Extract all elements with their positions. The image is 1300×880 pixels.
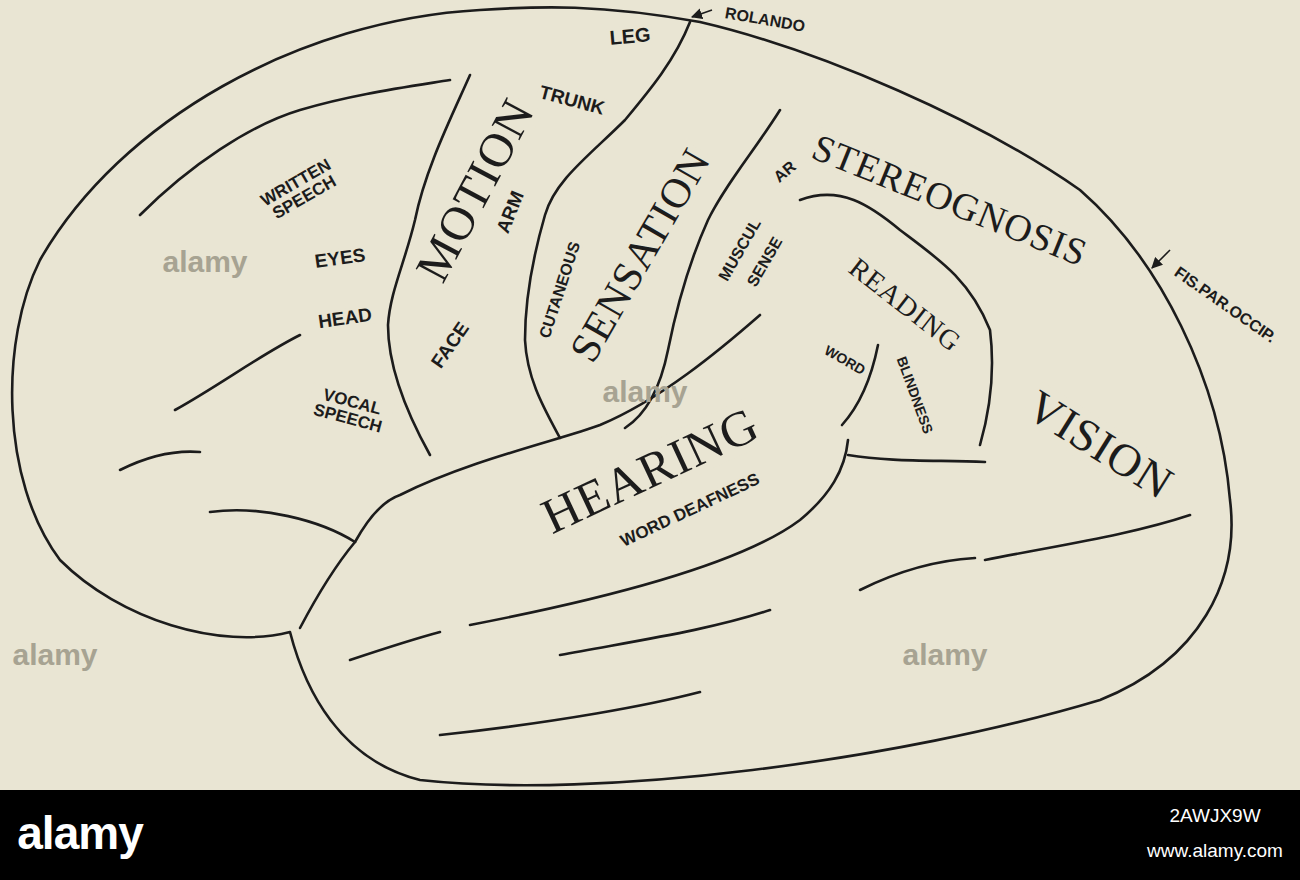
area-label: VISION: [1017, 382, 1182, 509]
source-url: www.alamy.com: [1145, 841, 1285, 860]
frontal-sulcus: [120, 452, 200, 470]
area-label: MOTION: [406, 90, 543, 291]
region-label: LEG: [607, 24, 654, 48]
fissure-label: FIS.PAR.OCCIP.: [1170, 263, 1280, 347]
frontal-sulcus: [175, 335, 300, 410]
watermark: alamy: [900, 640, 989, 670]
area-label: SENSATION: [561, 140, 718, 370]
region-label: AR: [769, 157, 800, 187]
intraparietal-sulcus: [800, 195, 992, 445]
leader-arrow: [692, 10, 712, 17]
occipital-sulcus: [985, 515, 1190, 560]
watermark: alamy: [600, 377, 689, 407]
region-label: TRUNK: [535, 82, 608, 119]
orbital-sulcus: [210, 510, 355, 542]
area-label: STEREOGNOSIS: [805, 127, 1094, 273]
watermark-logo: alamy: [15, 810, 144, 856]
watermark: alamy: [10, 640, 99, 670]
temporal-sulcus: [350, 632, 440, 660]
leader-arrow: [1152, 250, 1170, 268]
sulcus-label: ROLANDO: [722, 5, 808, 35]
region-label: WORD: [821, 342, 870, 378]
occipital-sulcus: [860, 558, 975, 590]
region-label: EYES: [312, 245, 369, 271]
temporal-sulcus: [848, 455, 985, 462]
watermark-bar: [0, 790, 1300, 880]
temporal-sulcus: [560, 610, 770, 655]
region-label: HEAD: [315, 305, 375, 332]
region-label: BLINDNESS: [894, 353, 936, 438]
image-id: 2AWJX9W: [1167, 806, 1262, 825]
brain-outline: [12, 7, 1231, 785]
region-label: WRITTEN SPEECH: [250, 151, 350, 228]
area-label: READING: [842, 252, 967, 358]
temporal-sulcus: [440, 692, 700, 735]
region-label: VOCAL SPEECH: [305, 383, 395, 438]
watermark: alamy: [160, 247, 249, 277]
region-label: FACE: [427, 317, 474, 373]
